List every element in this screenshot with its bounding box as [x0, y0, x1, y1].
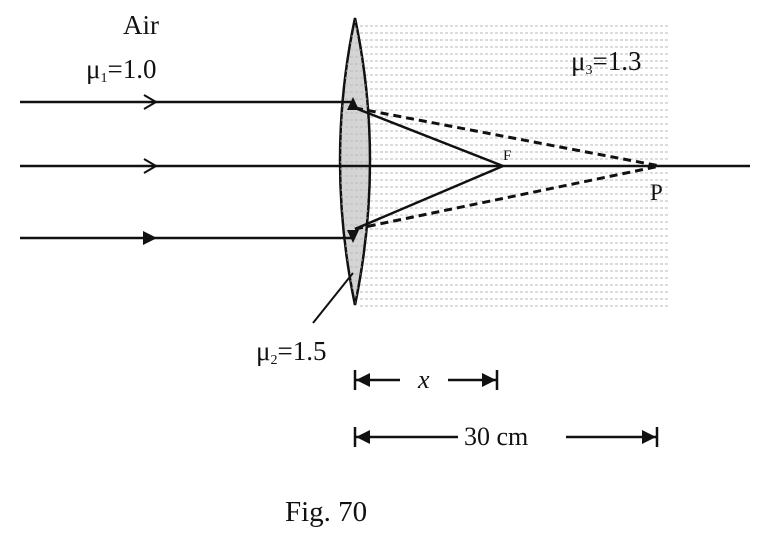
dimension-arrow-left-icon: [356, 430, 370, 444]
mu2-symbol: μ: [256, 336, 270, 366]
dimension-x: [353, 370, 499, 390]
arrow-open-icon: [143, 158, 158, 174]
air-label: Air: [123, 10, 159, 40]
mu3-value: =1.3: [592, 46, 641, 76]
arrow-down-icon: [347, 230, 359, 243]
mu1-label: μ1=1.0: [86, 54, 156, 86]
arrow-open-icon: [143, 94, 158, 110]
refracted-ray-bottom-dashed: [354, 164, 661, 231]
x-dimension-label: x: [417, 365, 430, 394]
mu3-subscript: 3: [585, 63, 592, 78]
mu2-label: μ2=1.5: [256, 336, 326, 368]
dimension-30cm: [353, 427, 659, 447]
mu1-symbol: μ: [86, 54, 100, 84]
mu2-pointer-line: [312, 272, 354, 324]
lens-shading: [340, 21, 370, 303]
dimension-arrow-right-icon: [642, 430, 656, 444]
mu1-subscript: 1: [100, 71, 107, 86]
dimension-arrow-left-icon: [356, 373, 370, 387]
mu3-label: μ3=1.3: [571, 46, 641, 78]
mu2-subscript: 2: [270, 353, 277, 368]
distance-label: 30 cm: [464, 422, 528, 451]
mu1-value: =1.0: [107, 54, 156, 84]
arrow-filled-icon: [143, 231, 157, 245]
refracted-ray-top-solid: [354, 106, 504, 168]
figure-caption: Fig. 70: [285, 496, 367, 528]
mu3-symbol: μ: [571, 46, 585, 76]
dimension-arrow-right-icon: [482, 373, 496, 387]
mu2-value: =1.5: [277, 336, 326, 366]
image-point-label: P: [650, 180, 663, 205]
refracted-ray-bottom-solid: [354, 164, 504, 231]
focus-label: F: [503, 148, 511, 164]
